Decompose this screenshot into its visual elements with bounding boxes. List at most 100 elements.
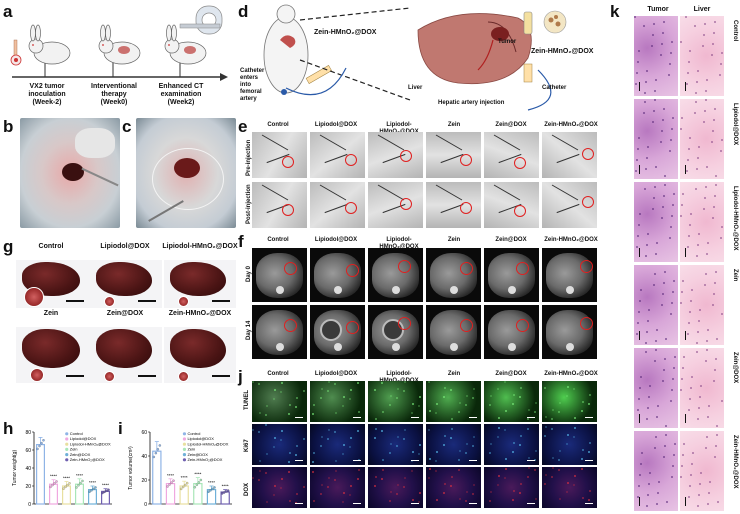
he-tumor-image: [634, 16, 678, 96]
row-ki67: Ki67: [244, 439, 250, 452]
panel-f-label: f: [238, 232, 244, 251]
he-tumor-image: [634, 182, 678, 262]
liver-specimen: [170, 329, 226, 369]
rabbit-icon-3: [164, 24, 207, 65]
he-tumor-image: [634, 99, 678, 179]
tumor-marker-circle: [345, 202, 357, 214]
fluorescence-image: [542, 381, 597, 422]
panel-h-label: h: [3, 419, 14, 438]
data-point: [88, 490, 91, 493]
tumor-specimen: [104, 296, 115, 307]
legend-label: Lipiodol-HMnO₂@DOX: [70, 441, 111, 446]
data-point: [81, 479, 84, 483]
tumor-marker-circle: [346, 321, 359, 334]
fluorescence-image: [252, 467, 307, 508]
legend-label: Zein: [187, 447, 195, 452]
legend-label: Control: [187, 431, 200, 436]
significance-mark: ****: [89, 480, 96, 485]
scale-bar: [639, 165, 640, 174]
fluorescence-image: [310, 424, 365, 465]
data-point: [199, 478, 203, 482]
data-point: [36, 447, 39, 451]
data-point: [77, 484, 80, 487]
data-point: [94, 486, 97, 489]
tumor-marker-circle: [514, 157, 526, 169]
tumor-marker-circle: [345, 154, 357, 166]
ct-scan-image: [252, 305, 307, 359]
bar: [74, 483, 84, 505]
gross-liver-photo: [16, 260, 90, 308]
tumor-marker-circle: [582, 196, 594, 208]
tumor-marker-circle: [460, 319, 473, 332]
legend-label: Zein: [70, 447, 78, 452]
he-liver-image: [680, 348, 724, 428]
tumor-specimen: [178, 296, 189, 307]
panel-a-label: a: [3, 2, 13, 21]
angiogram-image: [310, 182, 365, 228]
angiogram-image: [542, 132, 597, 178]
catheter-label: Catheter: [542, 85, 567, 91]
y-tick-label: 80: [25, 430, 31, 436]
data-point: [222, 491, 226, 494]
rabbit-icon-1: [28, 24, 71, 65]
tumor-specimen: [30, 368, 44, 382]
legend-label: Zein-HMnO₂@DOX: [187, 457, 222, 462]
data-point: [158, 444, 162, 447]
legend-marker: [65, 447, 69, 451]
angiogram-image: [426, 182, 481, 228]
panel-e-label: e: [238, 117, 248, 136]
data-point: [156, 448, 160, 451]
angiogram-image: [484, 182, 539, 228]
bar: [48, 483, 58, 505]
scale-bar: [685, 497, 686, 506]
y-tick-label: 20: [141, 478, 147, 484]
data-point: [55, 480, 58, 483]
tumor-marker-circle: [580, 260, 593, 273]
bar: [206, 488, 217, 505]
angiogram-image: [368, 182, 423, 228]
gross-liver-photo: [164, 260, 236, 308]
fluorescence-image: [484, 424, 539, 465]
ct-scan-image: [426, 305, 481, 359]
tumor-marker-circle: [398, 317, 411, 330]
tumor-marker-circle: [582, 148, 594, 160]
data-point: [107, 488, 110, 491]
legend-marker: [182, 458, 187, 462]
data-point: [224, 490, 228, 493]
tumor-marker-circle: [400, 198, 412, 210]
ct-scan-image: [310, 305, 365, 359]
drug-label-left: Zein-HMnO₂@DOX: [314, 29, 377, 36]
legend-label: Zein@DOX: [70, 452, 91, 457]
panel-d-schematic: [263, 4, 567, 111]
significance-mark: ****: [63, 476, 70, 481]
data-point: [68, 482, 71, 485]
row-tunel: TUNEL: [244, 390, 250, 410]
significance-mark: ****: [167, 473, 174, 478]
scale-ruler: [66, 375, 84, 377]
fluorescence-image: [542, 467, 597, 508]
significance-mark: ****: [222, 484, 229, 489]
scale-bar: [639, 248, 640, 257]
scale-bar: [685, 165, 686, 174]
bar: [152, 450, 162, 505]
data-point: [211, 487, 214, 491]
liver-specimen: [96, 329, 152, 369]
data-point: [49, 485, 52, 489]
bar: [87, 488, 97, 505]
scale-bar: [639, 82, 640, 91]
surgery-photo-b: [20, 118, 120, 228]
legend-marker: [65, 442, 69, 446]
ct-scan-image: [310, 248, 365, 302]
he-tumor-image: [634, 265, 678, 345]
data-point: [172, 479, 175, 482]
legend-marker: [65, 437, 69, 441]
scale-ruler: [66, 300, 84, 302]
panel-f-header: Control Lipiodol@DOX Lipiodol-HMnO₂@DOX …: [267, 237, 598, 250]
bar: [165, 482, 176, 505]
fluorescence-image: [368, 467, 423, 508]
tumor-specimen: [24, 287, 44, 307]
surgery-photo-c: [136, 118, 236, 228]
tumor-marker-circle: [580, 317, 593, 330]
